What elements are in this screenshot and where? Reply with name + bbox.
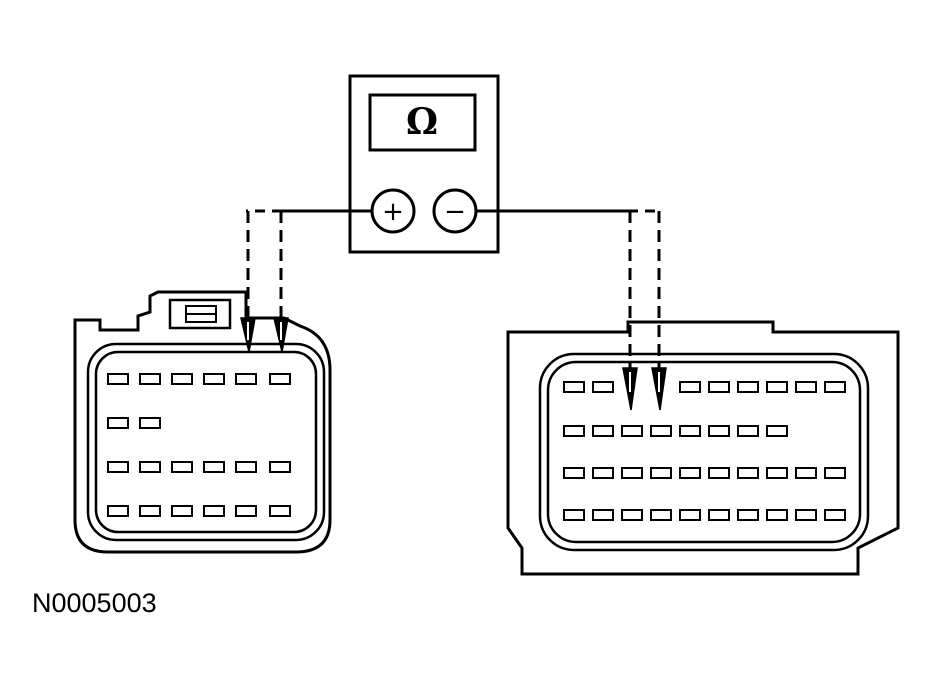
left-connector-latch: [168, 298, 232, 330]
figure-code: N0005003: [32, 588, 157, 618]
ohmmeter: Ω + −: [348, 74, 500, 254]
right-pin-row4-7: [737, 509, 759, 521]
right-pin-row2-1: [563, 425, 585, 437]
left-pin-row3-1: [107, 461, 129, 473]
left-connector-inner-seal: [94, 350, 318, 534]
left-pin-row3-5: [235, 461, 257, 473]
left-connector: [73, 290, 332, 554]
right-pin-row1-3: [679, 381, 701, 393]
probe-negative-a: [622, 367, 638, 411]
left-pin-row3-3: [171, 461, 193, 473]
right-pin-row4-5: [679, 509, 701, 521]
left-pin-row4-4: [203, 505, 225, 517]
left-pin-row4-2: [139, 505, 161, 517]
left-pin-row1-6: [269, 373, 291, 385]
right-pin-row3-9: [795, 467, 817, 479]
left-pin-row2-1: [107, 417, 129, 429]
negative-terminal-label: −: [444, 197, 466, 227]
right-pin-row2-3: [621, 425, 643, 437]
left-pin-row4-1: [107, 505, 129, 517]
right-pin-row1-2: [592, 381, 614, 393]
left-pin-row3-2: [139, 461, 161, 473]
right-pin-row4-1: [563, 509, 585, 521]
right-pin-row4-2: [592, 509, 614, 521]
right-pin-row4-10: [824, 509, 846, 521]
right-connector-inner-seal: [546, 360, 862, 544]
right-pin-row1-6: [766, 381, 788, 393]
right-connector-housing: [506, 320, 900, 576]
right-pin-row4-6: [708, 509, 730, 521]
probe-positive-b: [273, 317, 289, 353]
probe-positive-a: [240, 317, 256, 353]
right-pin-row2-7: [737, 425, 759, 437]
right-connector-outer-seal: [538, 352, 870, 552]
probe-negative-b: [651, 367, 667, 411]
right-connector: [506, 320, 900, 576]
left-pin-row4-5: [235, 505, 257, 517]
right-pin-row3-6: [708, 467, 730, 479]
left-pin-row1-4: [203, 373, 225, 385]
left-pin-row1-5: [235, 373, 257, 385]
positive-lead: [246, 209, 372, 318]
left-pin-row2-2: [139, 417, 161, 429]
left-pin-row3-6: [269, 461, 291, 473]
right-pin-row2-4: [650, 425, 672, 437]
right-pin-row3-7: [737, 467, 759, 479]
right-pin-row4-8: [766, 509, 788, 521]
left-pin-row1-1: [107, 373, 129, 385]
right-pin-row1-4: [708, 381, 730, 393]
positive-terminal-label: +: [382, 197, 404, 227]
right-pin-row3-3: [621, 467, 643, 479]
right-pin-row3-1: [563, 467, 585, 479]
left-pin-row4-6: [269, 505, 291, 517]
left-pin-field: [107, 373, 291, 517]
right-pin-row4-4: [650, 509, 672, 521]
right-pin-row3-4: [650, 467, 672, 479]
right-pin-row2-8: [766, 425, 788, 437]
right-pin-row1-5: [737, 381, 759, 393]
right-pin-row3-8: [766, 467, 788, 479]
right-pin-field: [563, 381, 846, 521]
left-pin-row4-3: [171, 505, 193, 517]
right-pin-row3-10: [824, 467, 846, 479]
ohm-symbol-icon: Ω: [406, 101, 438, 143]
right-pin-row2-6: [708, 425, 730, 437]
left-pin-row3-4: [203, 461, 225, 473]
right-pin-row1-8: [824, 381, 846, 393]
right-pin-row3-2: [592, 467, 614, 479]
right-pin-row4-3: [621, 509, 643, 521]
ohmmeter-body: [348, 74, 500, 254]
right-pin-row2-2: [592, 425, 614, 437]
left-pin-row1-3: [171, 373, 193, 385]
right-pin-row1-1: [563, 381, 585, 393]
right-pin-row2-5: [679, 425, 701, 437]
right-pin-row4-9: [795, 509, 817, 521]
right-pin-row3-5: [679, 467, 701, 479]
left-connector-outer-seal: [86, 342, 326, 542]
ohmmeter-display: [368, 93, 477, 152]
right-pin-row1-7: [795, 381, 817, 393]
left-pin-row1-2: [139, 373, 161, 385]
left-connector-housing: [73, 290, 332, 554]
negative-lead: [476, 209, 662, 368]
